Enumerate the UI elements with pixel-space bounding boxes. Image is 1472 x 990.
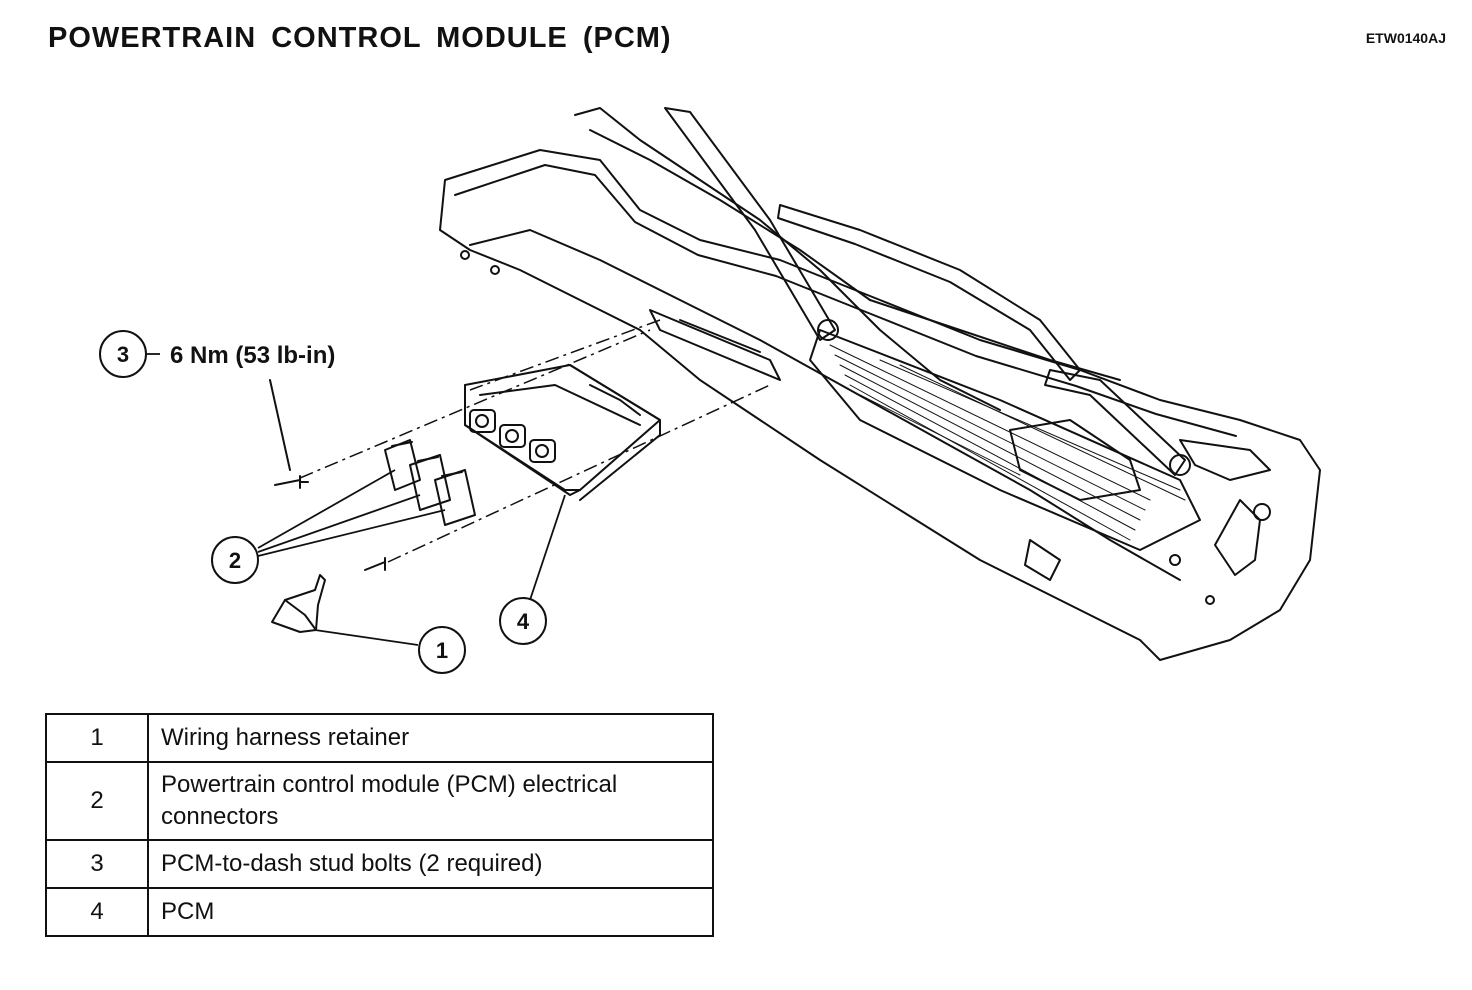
table-row: 1 Wiring harness retainer [45, 713, 714, 763]
table-row: 4 PCM [45, 887, 714, 937]
table-row: 3 PCM-to-dash stud bolts (2 required) [45, 839, 714, 889]
legend-desc: PCM-to-dash stud bolts (2 required) [147, 839, 714, 889]
electrical-connectors [384, 439, 476, 526]
cowl-panel [439, 107, 1321, 661]
legend-num: 2 [45, 761, 149, 841]
callout-1-circle [418, 626, 466, 674]
pcm-diagram: 3 2 4 1 6 Nm (53 lb-in) [99, 107, 1321, 674]
legend-desc: Powertrain control module (PCM) electric… [147, 761, 714, 841]
callout-3-label: 3 [117, 342, 129, 367]
callout-1-label: 1 [436, 638, 448, 663]
page-title: POWERTRAIN CONTROL MODULE (PCM) [48, 22, 672, 54]
callout-2-circle [211, 536, 259, 584]
callout-4-label: 4 [517, 609, 530, 634]
pcm-module [464, 364, 661, 501]
figure-code: ETW0140AJ [1365, 30, 1446, 46]
callout-2-label: 2 [229, 548, 241, 573]
harness-retainer [271, 574, 326, 633]
legend-num: 3 [45, 839, 149, 889]
torque-spec: 6 Nm (53 lb-in) [170, 342, 335, 369]
callout-4-circle [499, 597, 547, 645]
legend-table: 1 Wiring harness retainer 2 Powertrain c… [45, 713, 714, 937]
legend-num: 4 [45, 887, 149, 937]
callout-3-circle [99, 330, 147, 378]
legend-desc: PCM [147, 887, 714, 937]
legend-num: 1 [45, 713, 149, 763]
stud-bolts [269, 379, 386, 571]
wiper-arms [664, 107, 1191, 501]
table-row: 2 Powertrain control module (PCM) electr… [45, 761, 714, 841]
legend-desc: Wiring harness retainer [147, 713, 714, 763]
callout-circles [99, 330, 547, 674]
